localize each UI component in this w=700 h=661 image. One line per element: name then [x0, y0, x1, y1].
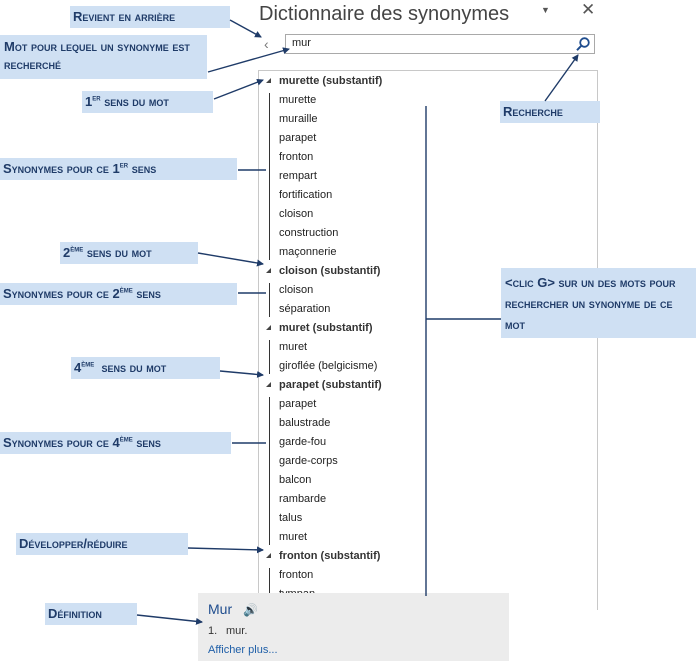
definition-word: Mur — [208, 601, 233, 617]
synonym-item[interactable]: muret — [279, 341, 308, 353]
synonym-item[interactable]: séparation — [279, 303, 331, 315]
callout-fourth-synonyms: Synonymes pour ce 4ème sens — [0, 432, 231, 454]
callout-first-sense: 1er sens du mot — [82, 91, 213, 113]
callout-first-sense-rest: sens du mot — [100, 94, 169, 109]
definition-number: 1. — [208, 625, 218, 637]
synonym-item[interactable]: murette — [279, 94, 317, 106]
callout-fourth-syn-sup: ème — [119, 434, 133, 444]
callout-first-synonyms: Synonymes pour ce 1er sens — [0, 158, 237, 180]
arrow-fourth-sense — [219, 370, 264, 378]
synonym-item[interactable]: garde-corps — [279, 455, 338, 467]
arrow-definition — [136, 614, 203, 625]
callout-fourth-syn-pre: Synonymes pour ce 4 — [3, 435, 120, 450]
synonym-item[interactable]: giroflée (belgicisme) — [279, 360, 378, 372]
synonym-list[interactable]: murette (substantif) murette muraille parap… — [258, 70, 598, 610]
callout-word-searched-text: Mot pour lequel un synonyme est recherch… — [4, 39, 190, 72]
callout-click: <clic G> sur un des mots pour rechercher… — [501, 268, 696, 338]
arrow-second-sense — [197, 252, 264, 267]
expand-collapse-icon[interactable] — [266, 382, 271, 387]
tree-line — [269, 568, 270, 602]
synonym-item[interactable]: cloison — [279, 284, 314, 296]
callout-word-searched: Mot pour lequel un synonyme est recherch… — [0, 35, 207, 79]
sense-heading[interactable]: cloison (substantif) — [279, 265, 381, 277]
arrow-word-searched — [207, 47, 290, 73]
speaker-icon[interactable]: 🔊 — [243, 603, 258, 617]
callout-search: Recherche — [500, 101, 600, 123]
callout-fourth-sense-rest: sens du mot — [94, 360, 167, 375]
show-more-link[interactable]: Afficher plus... — [208, 644, 278, 656]
close-icon[interactable]: ✕ — [581, 0, 596, 19]
pane-title: Dictionnaire des synonymes — [259, 3, 510, 25]
callout-fourth-sense-num: 4 — [74, 360, 82, 375]
callout-first-syn-sup: er — [119, 160, 129, 170]
tree-line — [269, 283, 270, 317]
expand-collapse-icon[interactable] — [266, 268, 271, 273]
callout-second-syn-rest: sens — [132, 286, 161, 301]
callout-search-text: Recherche — [503, 104, 563, 119]
synonym-item[interactable]: parapet — [279, 132, 317, 144]
callout-expand: Développer/réduire — [16, 533, 188, 555]
synonym-item[interactable]: muraille — [279, 113, 318, 125]
sense-heading[interactable]: murette (substantif) — [279, 75, 383, 87]
search-value: mur — [292, 37, 311, 49]
synonym-item[interactable]: balustrade — [279, 417, 331, 429]
tree-line — [269, 93, 270, 260]
arrow-expand — [187, 546, 264, 554]
tree-line — [269, 397, 270, 545]
callout-second-sense-sup: ème — [70, 244, 84, 254]
back-button[interactable]: ‹ — [264, 36, 269, 52]
callout-definition: Définition — [45, 603, 137, 625]
expand-collapse-icon[interactable] — [266, 325, 271, 330]
callout-second-synonyms: Synonymes pour ce 2ème sens — [0, 283, 237, 305]
callout-back: Revient en arrière — [70, 6, 230, 28]
search-input[interactable]: mur — [285, 34, 595, 54]
expand-collapse-icon[interactable] — [266, 78, 271, 83]
synonym-item[interactable]: rempart — [279, 170, 317, 182]
synonym-item[interactable]: garde-fou — [279, 436, 327, 448]
sense-heading[interactable]: muret (substantif) — [279, 322, 373, 334]
definition-text: mur. — [226, 625, 248, 637]
sense-heading[interactable]: fronton (substantif) — [279, 550, 381, 562]
synonym-item[interactable]: fortification — [279, 189, 333, 201]
callout-fourth-sense: 4ème sens du mot — [71, 357, 220, 379]
callout-expand-text: Développer/réduire — [19, 536, 128, 551]
synonym-item[interactable]: cloison — [279, 208, 314, 220]
arrow-back — [229, 19, 262, 38]
synonym-item[interactable]: muret — [279, 531, 308, 543]
synonym-item[interactable]: construction — [279, 227, 339, 239]
callout-first-syn-rest: sens — [128, 161, 157, 176]
tree-line — [269, 340, 270, 374]
synonym-item[interactable]: parapet — [279, 398, 317, 410]
sense-heading[interactable]: parapet (substantif) — [279, 379, 382, 391]
synonym-item[interactable]: fronton — [279, 151, 314, 163]
callout-second-syn-pre: Synonymes pour ce 2 — [3, 286, 120, 301]
arrow-search — [544, 54, 579, 102]
callout-fourth-sense-sup: ème — [81, 359, 95, 369]
callout-first-syn-pre: Synonymes pour ce 1 — [3, 161, 120, 176]
callout-second-sense: 2ème sens du mot — [60, 242, 198, 264]
callout-definition-text: Définition — [48, 606, 102, 621]
synonym-item[interactable]: talus — [279, 512, 303, 524]
expand-collapse-icon[interactable] — [266, 553, 271, 558]
synonym-item[interactable]: fronton — [279, 569, 314, 581]
callout-click-text: <clic G> sur un des mots pour rechercher… — [505, 275, 676, 332]
chevron-down-icon[interactable]: ▼ — [541, 5, 550, 15]
callout-fourth-syn-rest: sens — [132, 435, 161, 450]
callout-second-sense-rest: sens du mot — [83, 245, 152, 260]
search-icon[interactable] — [575, 36, 591, 52]
definition-panel: Mur 🔊 1. mur. Afficher plus... — [198, 593, 509, 661]
callout-first-sense-sup: er — [92, 93, 101, 103]
arrow-first-sense — [213, 78, 264, 100]
callout-back-text: Revient en arrière — [73, 9, 176, 24]
callout-first-sense-num: 1 — [85, 94, 93, 109]
callout-second-syn-sup: ème — [119, 285, 133, 295]
synonym-item[interactable]: rambarde — [279, 493, 327, 505]
synonym-item[interactable]: maçonnerie — [279, 246, 337, 258]
callout-second-sense-num: 2 — [63, 245, 71, 260]
synonym-item[interactable]: balcon — [279, 474, 312, 486]
